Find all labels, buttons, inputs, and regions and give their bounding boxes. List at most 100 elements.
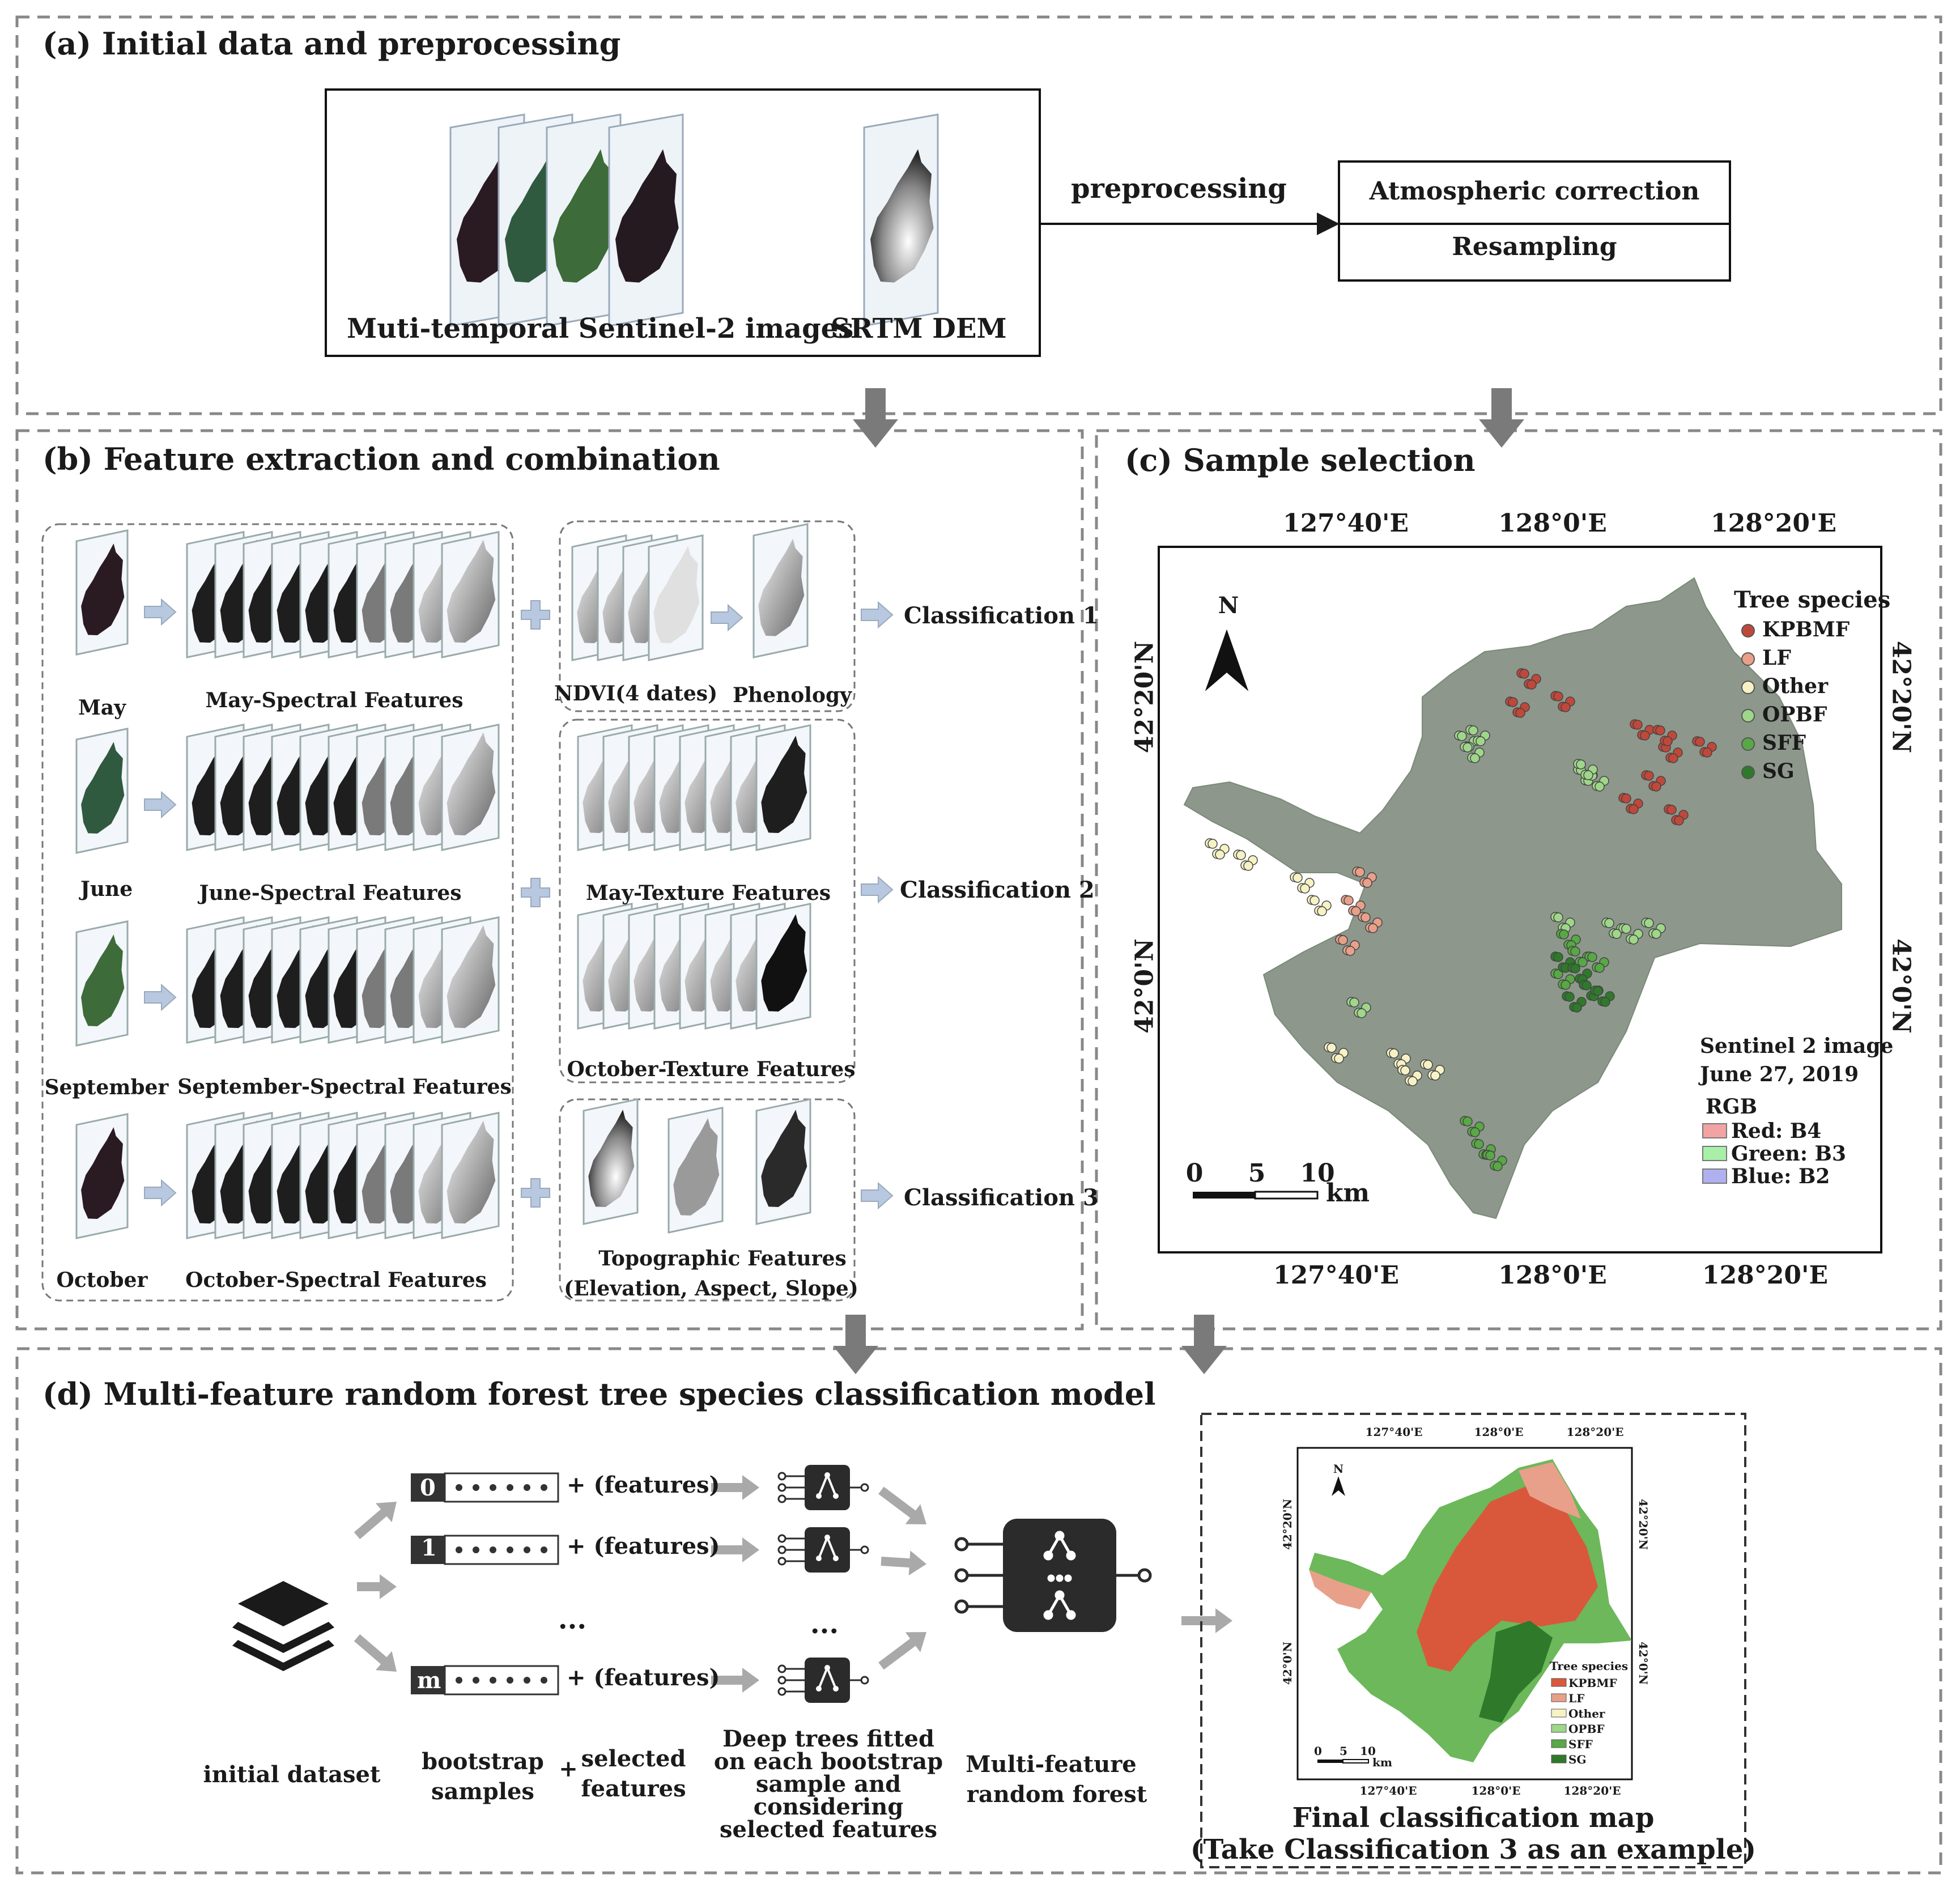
sample-id-0: 0 — [420, 1474, 436, 1501]
rgb-swatches — [1702, 1123, 1727, 1184]
scale-unit: km — [1326, 1179, 1370, 1208]
sample-point-21-3 — [1423, 1060, 1433, 1070]
study-area — [1183, 577, 1842, 1219]
mini-legend-sff: SFF — [1568, 1737, 1593, 1751]
sample-to-tree-arrow-1 — [711, 1537, 759, 1562]
tree-output-node-2 — [860, 1676, 869, 1685]
mini-legend-swatch-5 — [1551, 1754, 1567, 1763]
scale-tick-5: 5 — [1248, 1159, 1266, 1188]
sample-point-9-4 — [1663, 736, 1673, 746]
trees-ellipsis: ... — [810, 1608, 839, 1640]
sample-point-26-4 — [1595, 781, 1605, 792]
sample-point-37-4 — [1470, 1127, 1480, 1137]
month-may: May — [78, 696, 126, 720]
samples-ellipsis: ... — [558, 1604, 587, 1635]
sample-point-36-3 — [1553, 969, 1563, 979]
sample-point-23-4 — [1470, 753, 1480, 763]
sample-point-22-3 — [1457, 731, 1467, 741]
october-texture-label: October-Texture Features — [567, 1057, 856, 1081]
tree-node-right-2 — [833, 1686, 839, 1692]
deep-trees-line3: sample and — [755, 1771, 902, 1797]
image-note-line1: Sentinel 2 image — [1700, 1034, 1894, 1058]
map-top-tick-1: 127°40'E — [1282, 509, 1409, 538]
tree-output-node-0 — [860, 1483, 869, 1492]
random-forest-icon — [954, 1519, 1152, 1632]
map-bottom-tick-2: 128°0'E — [1498, 1261, 1607, 1290]
legend-dot-4 — [1741, 737, 1755, 751]
sample-point-28-3 — [1604, 918, 1614, 928]
sample-point-31-3 — [1553, 912, 1563, 923]
dataset-to-sample-m-arrow — [354, 1634, 397, 1672]
mini-bottom-tick-3: 128°20'E — [1563, 1784, 1621, 1797]
mini-legend-opbf: OPBF — [1568, 1722, 1605, 1736]
to-classification-2-arrow — [861, 876, 894, 904]
sample-dot-2-1 — [473, 1677, 479, 1684]
sample-point-43-3 — [1564, 992, 1575, 1002]
section-b-title: (b) Feature extraction and combination — [42, 441, 720, 477]
plus-row-1 — [521, 600, 550, 630]
sample-points — [1205, 668, 1717, 1171]
month-thumbnail-2 — [75, 920, 129, 1047]
to-classification-3-arrow — [861, 1182, 894, 1210]
to-classification-1-arrow — [861, 601, 894, 629]
sample-point-8-4 — [1702, 747, 1712, 758]
sample-dot-2-3 — [507, 1677, 513, 1684]
tree-node-left-0 — [816, 1493, 822, 1499]
month-september: September — [44, 1076, 169, 1099]
map-right-tick-2: 42°0'N — [1886, 938, 1916, 1034]
tree-input-node-1-1 — [777, 1545, 786, 1554]
mini-bottom-tick-1: 127°40'E — [1359, 1784, 1417, 1797]
sample-dot-1-2 — [490, 1546, 496, 1553]
sample-point-0-4 — [1527, 679, 1537, 690]
deep-trees-line1: Deep trees fitted — [722, 1726, 934, 1752]
mini-legend-swatch-3 — [1551, 1724, 1567, 1733]
sample-point-37-3 — [1462, 1116, 1473, 1127]
mini-north-label: N — [1333, 1462, 1344, 1476]
legend-dot-1 — [1741, 652, 1755, 666]
sample-dot-0-0 — [456, 1484, 462, 1491]
sample-point-44-4 — [1600, 997, 1610, 1007]
selected-label-line2: features — [581, 1775, 686, 1802]
legend-sg: SG — [1762, 759, 1795, 783]
section-d-title: (d) Multi-feature random forest tree spe… — [42, 1376, 1156, 1412]
flow-arrow-1 — [1479, 388, 1524, 448]
final-classification-map — [1296, 1447, 1633, 1780]
sample-point-17-4 — [1317, 906, 1327, 916]
tree-icon-body-0 — [805, 1465, 850, 1510]
model-flow-arrows — [354, 1475, 1232, 1693]
sample-body-box-2 — [444, 1665, 559, 1695]
may-texture-layer-7 — [755, 724, 811, 851]
elevation-layer — [583, 1098, 639, 1225]
mini-legend-kpbmf: KPBMF — [1568, 1676, 1617, 1690]
tree-icon-body-2 — [805, 1658, 850, 1703]
sample-point-44-3 — [1593, 986, 1603, 996]
sample-dot-0-2 — [490, 1484, 496, 1491]
section-flow-arrows — [833, 388, 1524, 1374]
sample-point-29-4 — [1629, 934, 1639, 945]
srtm-dem-label: SRTM DEM — [831, 313, 1007, 345]
section-c-title: (c) Sample selection — [1125, 442, 1476, 478]
sample-point-1-3 — [1508, 697, 1518, 707]
tree-edge-right-0 — [826, 1474, 837, 1497]
sample-point-27-4 — [1583, 770, 1593, 780]
mini-scale-10: 10 — [1360, 1744, 1376, 1758]
sample-point-23-3 — [1462, 742, 1473, 753]
sample-point-12-3 — [1360, 912, 1371, 923]
section-b-frame — [15, 429, 1084, 1331]
flow-arrow-3 — [1181, 1315, 1227, 1374]
sample-point-34-3 — [1570, 946, 1580, 957]
sample-point-5-3 — [1644, 771, 1654, 781]
sample-point-34-4 — [1578, 957, 1588, 967]
mini-legend-lf: LF — [1568, 1692, 1585, 1705]
tree-edge-left-1 — [818, 1537, 828, 1559]
legend-other: Other — [1762, 674, 1829, 698]
sample-point-20-3 — [1326, 1043, 1337, 1053]
sample-point-10-3 — [1355, 867, 1365, 877]
sample-dot-2-2 — [490, 1677, 496, 1684]
deep-trees-line5: selected features — [720, 1816, 937, 1843]
tree-node-root-0 — [824, 1472, 830, 1478]
section-a-frame — [15, 15, 1942, 415]
sample-point-2-3 — [1553, 691, 1563, 702]
plus-sign: + — [559, 1756, 578, 1782]
map-left-tick-1: 42°20'N — [1130, 640, 1159, 754]
